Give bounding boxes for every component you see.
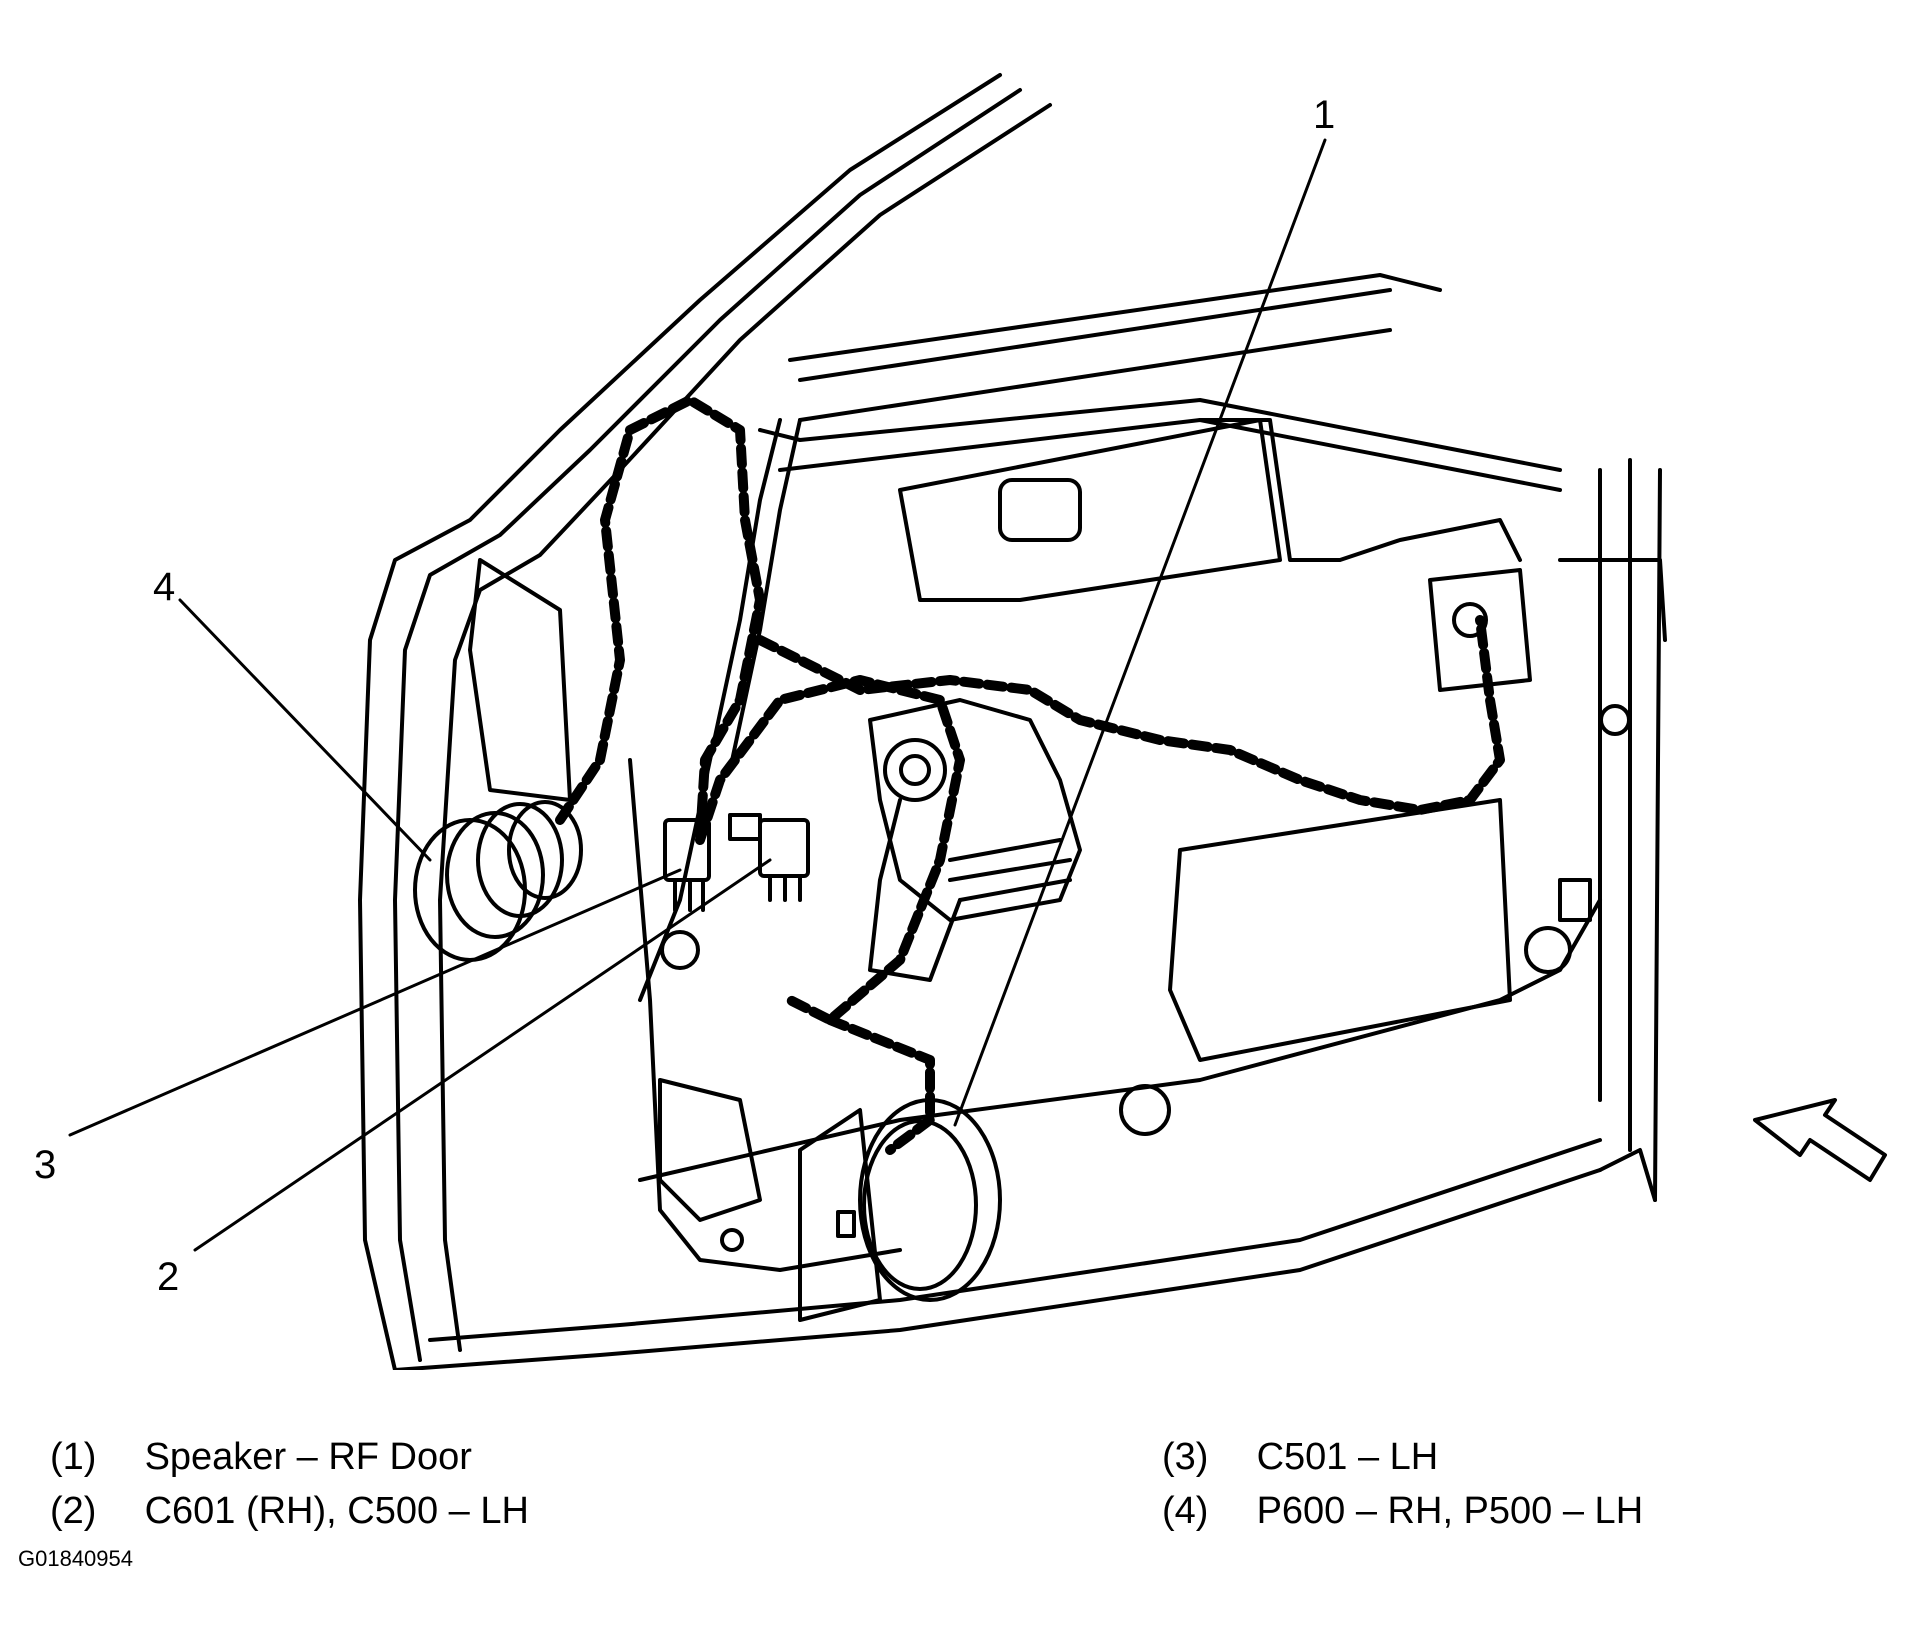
legend-text: P600 – RH, P500 – LH: [1256, 1490, 1644, 1532]
callout-number-1: 1: [1313, 93, 1335, 137]
connector-c500: [728, 813, 810, 902]
door-frame: [358, 73, 1662, 1370]
legend-item-3: (3) C501 – LH: [1162, 1430, 1643, 1484]
wiring-harness: [555, 395, 1505, 1155]
legend-index: (1): [50, 1436, 97, 1478]
callout-number-2: 2: [157, 1255, 179, 1299]
legend-index: (4): [1162, 1490, 1209, 1532]
leader-line-4: [178, 598, 432, 862]
orientation-arrow: [1753, 1098, 1887, 1182]
door-speaker: [798, 1098, 1002, 1322]
legend-text: C501 – LH: [1256, 1436, 1439, 1478]
legend-left: (1) Speaker – RF Door (2) C601 (RH), C50…: [50, 1430, 529, 1538]
window-regulator-motor: [868, 698, 1082, 982]
legend-item-4: (4) P600 – RH, P500 – LH: [1162, 1484, 1643, 1538]
connector-c501: [663, 818, 711, 912]
figure-id: G01840954: [18, 1546, 133, 1571]
leader-line-3: [68, 868, 682, 1137]
legend-item-1: (1) Speaker – RF Door: [50, 1430, 529, 1484]
door-wiring-diagram: 1 2 3 4: [34, 73, 1887, 1370]
door-latch-area: [1428, 558, 1667, 922]
inner-door-panel: [628, 273, 1602, 1272]
legend-index: (2): [50, 1490, 97, 1532]
leader-line-2: [193, 858, 772, 1252]
legend-text: Speaker – RF Door: [144, 1436, 472, 1478]
legend-index: (3): [1162, 1436, 1209, 1478]
legend-right: (3) C501 – LH (4) P600 – RH, P500 – LH: [1162, 1430, 1643, 1538]
leader-line-1: [953, 138, 1327, 1127]
callout-number-3: 3: [34, 1143, 56, 1187]
legend-item-2: (2) C601 (RH), C500 – LH: [50, 1484, 529, 1538]
leader-lines: [68, 138, 1327, 1252]
callout-number-4: 4: [153, 565, 175, 609]
legend-text: C601 (RH), C500 – LH: [144, 1490, 529, 1532]
